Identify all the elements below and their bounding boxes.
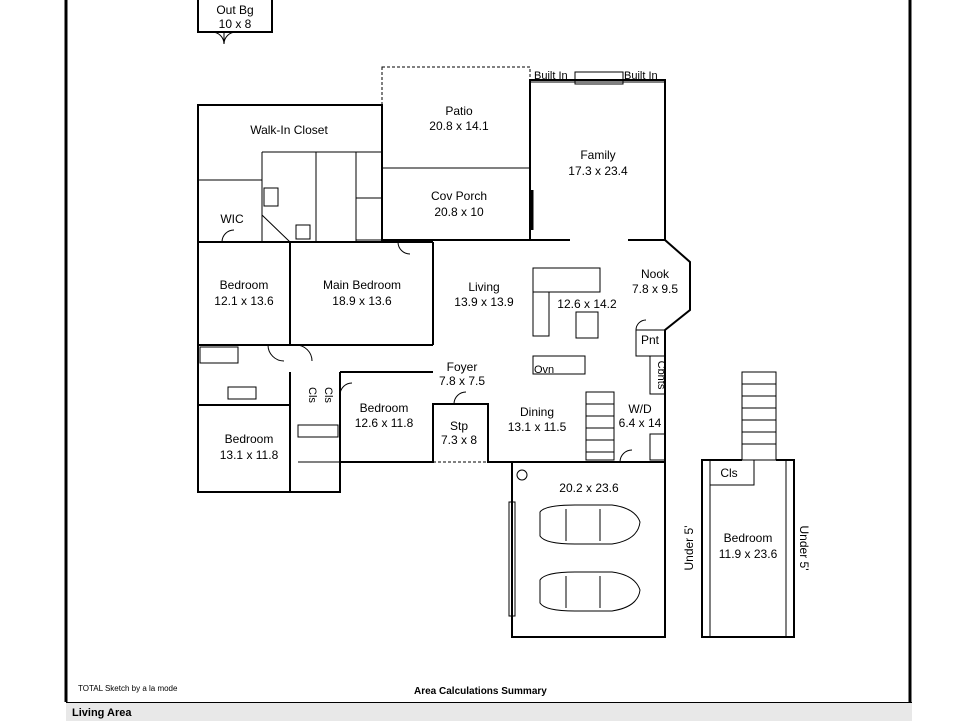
room-label-upbed-name: Bedroom xyxy=(724,531,773,545)
room-label-family-name: Family xyxy=(580,148,615,162)
room-label-patio-dims: 20.8 x 14.1 xyxy=(429,119,489,133)
room-label-wic: WIC xyxy=(220,212,244,226)
room-label-patio-name: Patio xyxy=(445,104,473,118)
room-label-family-dims: 17.3 x 23.4 xyxy=(568,164,628,178)
room-label-nook-dims: 7.8 x 9.5 xyxy=(632,282,678,296)
room-label-dining-name: Dining xyxy=(520,405,554,419)
room-label-bed3-name: Bedroom xyxy=(225,432,274,446)
room-label-mainbed-name: Main Bedroom xyxy=(323,278,401,292)
area-summary-title: Area Calculations Summary xyxy=(414,686,547,697)
room-label-living-dims: 13.9 x 13.9 xyxy=(454,295,514,309)
room-label-mainbed-dims: 18.9 x 13.6 xyxy=(332,294,392,308)
room-label-ovn: Ovn xyxy=(534,364,554,376)
room-label-bed3-dims: 13.1 x 11.8 xyxy=(220,448,279,462)
room-label-wd-dims: 6.4 x 14 xyxy=(619,416,662,430)
room-label-cls1: Cls xyxy=(306,387,318,403)
room-label-bed2-name: Bedroom xyxy=(360,401,409,415)
room-label-covporch-dims: 20.8 x 10 xyxy=(434,205,484,219)
upstairs-bedroom xyxy=(701,371,795,638)
room-label-cbnts: Cbnts xyxy=(655,361,667,390)
car-icon xyxy=(539,571,641,612)
room-label-bed1-name: Bedroom xyxy=(220,278,269,292)
room-label-stp-name: Stp xyxy=(450,419,468,433)
room-label-bed2-dims: 12.6 x 11.8 xyxy=(355,416,414,430)
room-label-outbldg-name: Out Bg xyxy=(216,3,253,17)
room-label-bed1-dims: 12.1 x 13.6 xyxy=(214,294,274,308)
room-label-wd-name: W/D xyxy=(628,402,652,416)
room-label-living-name: Living xyxy=(468,280,499,294)
room-label-builtin-2: Built In xyxy=(624,70,658,82)
room-label-upbed-dims: 11.9 x 23.6 xyxy=(719,547,778,561)
room-label-cls3: Cls xyxy=(720,466,737,480)
room-label-kitchen-dims: 12.6 x 14.2 xyxy=(557,297,617,311)
room-label-walkin: Walk-In Closet xyxy=(250,123,328,137)
room-label-nook-name: Nook xyxy=(641,267,670,281)
room-label-dining-dims: 13.1 x 11.5 xyxy=(508,420,567,434)
room-label-pnt: Pnt xyxy=(641,333,660,347)
outbuilding xyxy=(197,0,273,45)
room-label-garage-dims: 20.2 x 23.6 xyxy=(559,481,619,495)
room-label-outbldg-dims: 10 x 8 xyxy=(219,17,252,31)
room-label-builtin-1: Built In xyxy=(534,70,568,82)
room-label-foyer-dims: 7.8 x 7.5 xyxy=(439,374,485,388)
garage xyxy=(508,461,666,638)
room-label-foyer-name: Foyer xyxy=(447,360,478,374)
sketch-credit: TOTAL Sketch by a la mode xyxy=(78,684,178,693)
living-area-bar: Living Area xyxy=(66,702,912,721)
main-house-walls xyxy=(197,66,691,493)
living-area-label: Living Area xyxy=(72,707,132,719)
room-label-under-right: Under 5' xyxy=(797,526,811,571)
room-label-covporch-name: Cov Porch xyxy=(431,189,487,203)
car-icon xyxy=(539,504,641,545)
room-label-stp-dims: 7.3 x 8 xyxy=(441,433,477,447)
room-label-cls2: Cls xyxy=(322,387,334,403)
room-label-under-left: Under 5' xyxy=(682,526,696,571)
